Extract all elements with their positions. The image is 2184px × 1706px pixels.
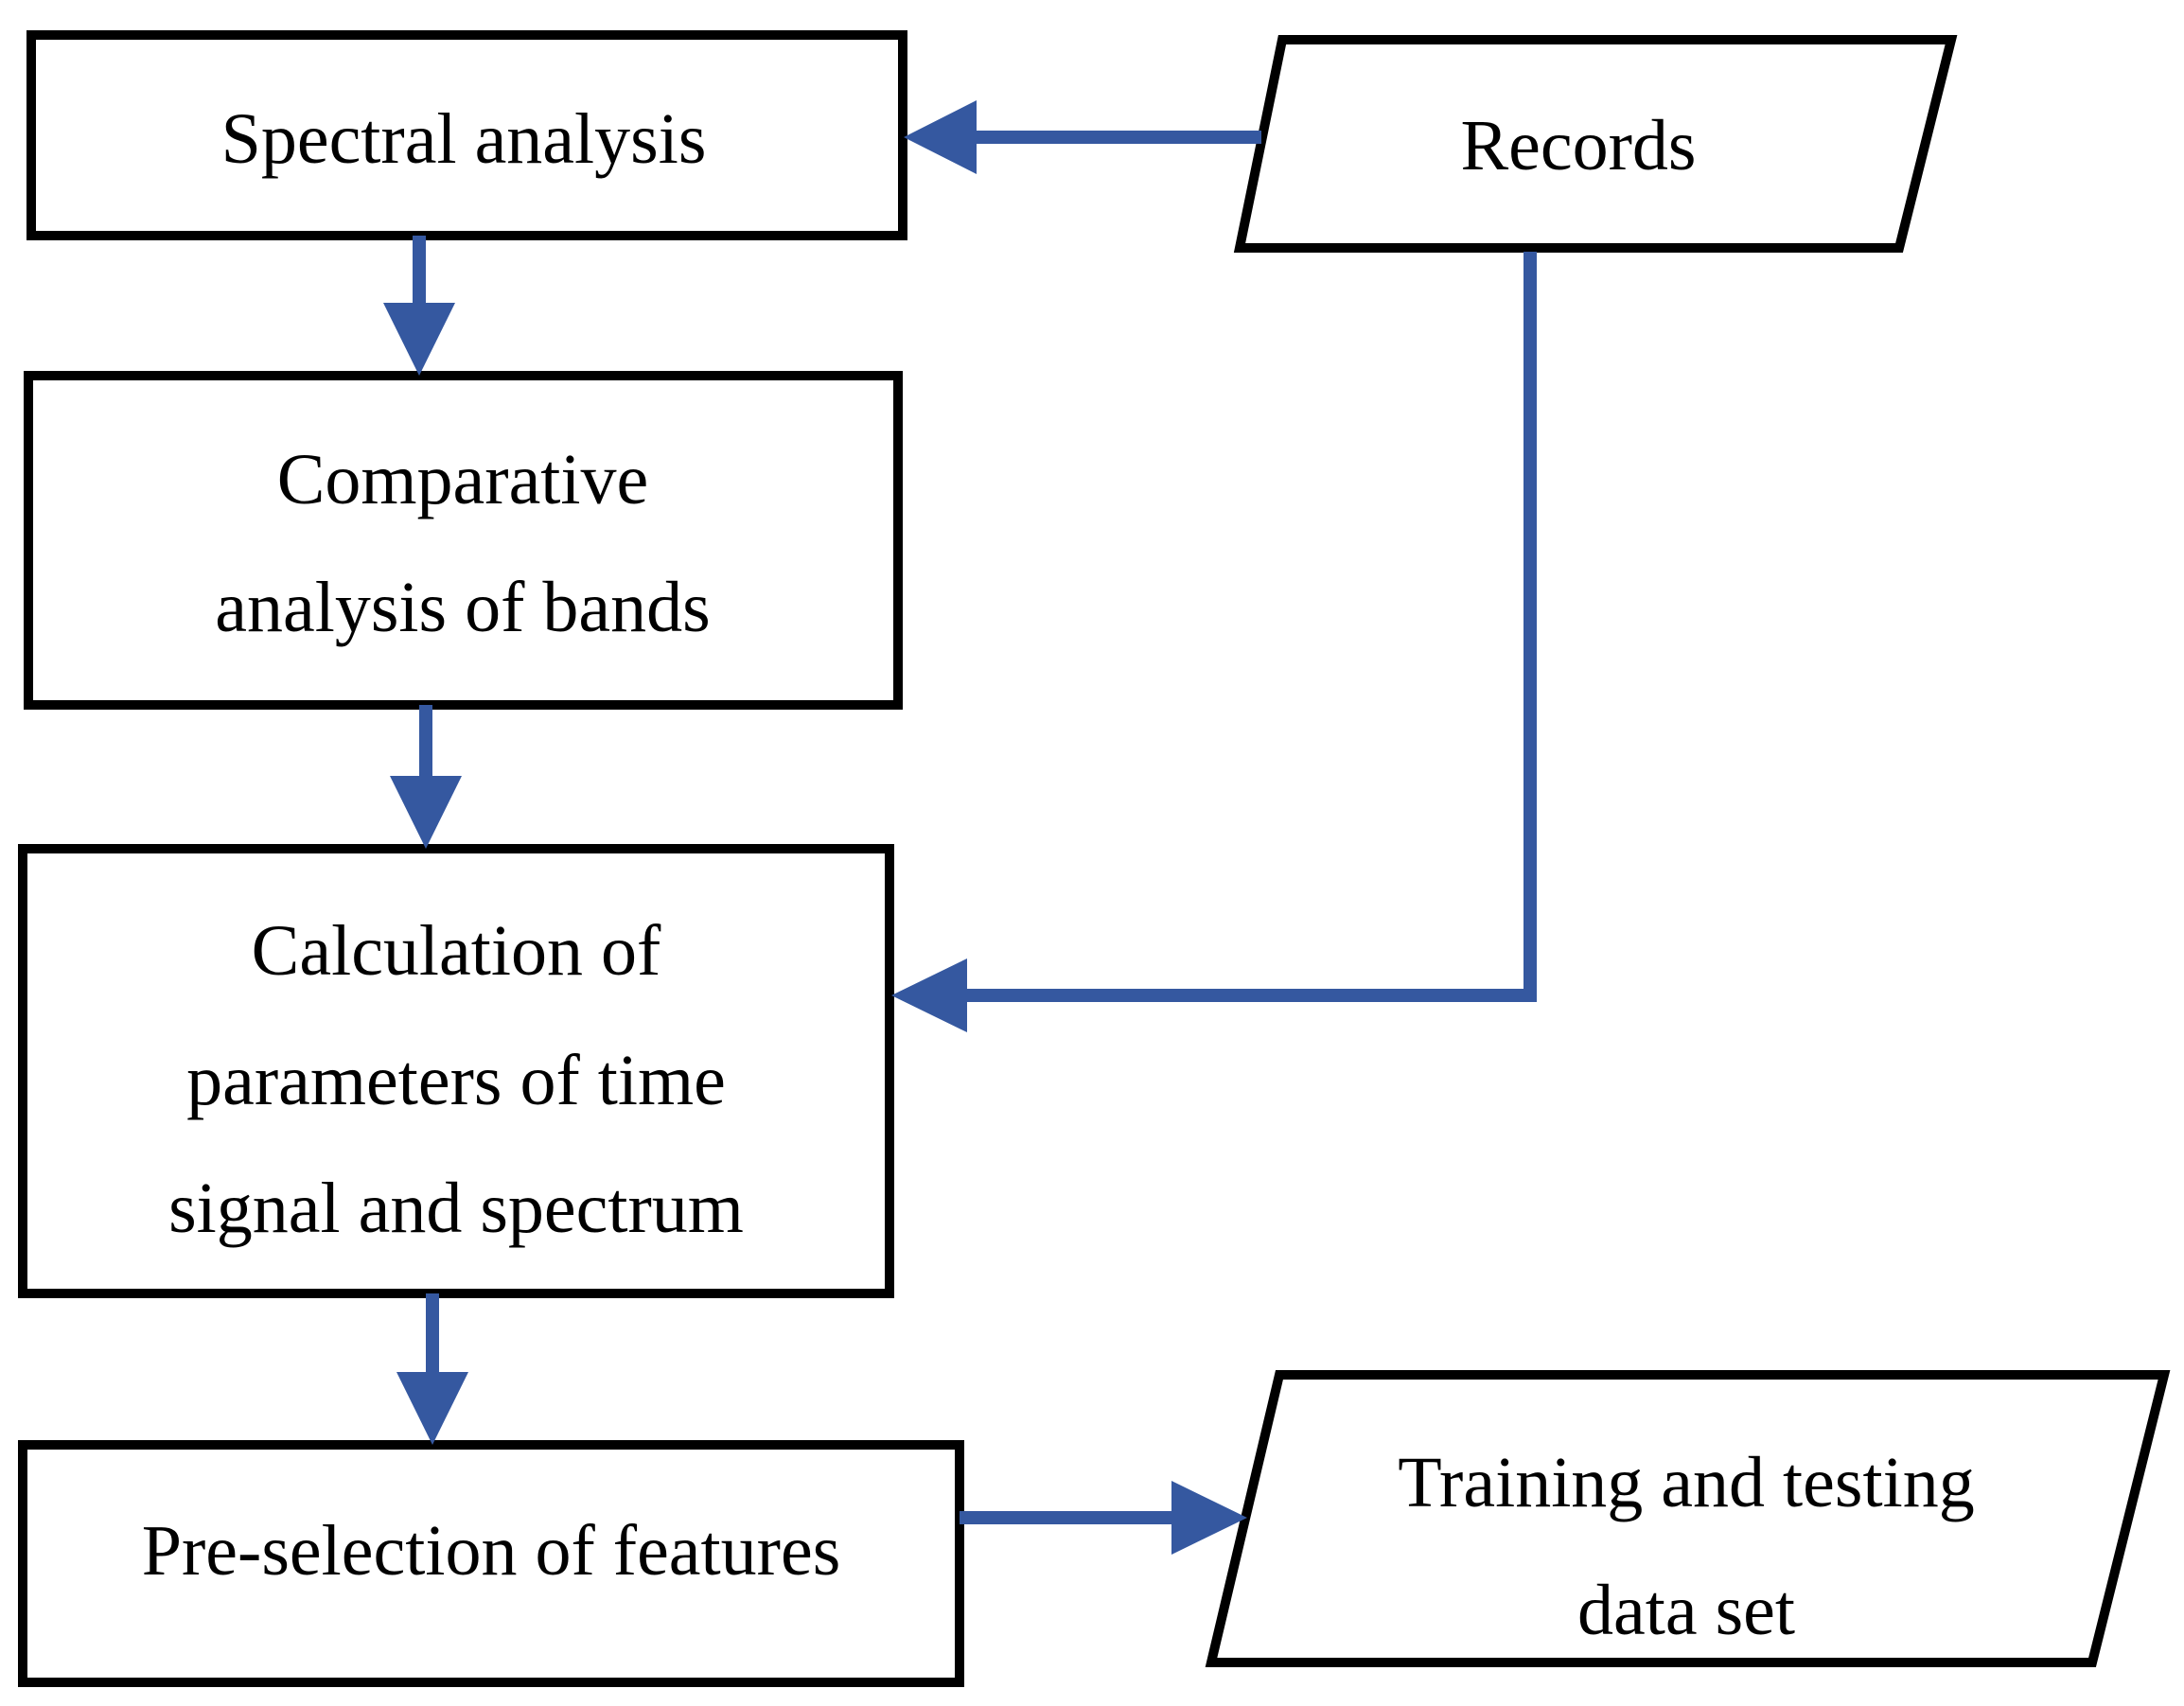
arrow-calculation-to-preselection (396, 1293, 468, 1445)
records-label: Records (1460, 106, 1696, 185)
training-testing-label-line-2: data set (1577, 1571, 1795, 1650)
arrow-spectral-to-comparative (383, 236, 455, 376)
training-testing-label-line-1: Training and testing (1398, 1443, 1974, 1522)
comparative-analysis-label-line-2: analysis of bands (215, 568, 710, 647)
arrow-records-to-spectral (904, 100, 1261, 174)
preselection-box (18, 1440, 964, 1687)
calculation-label-line-2: parameters of time (186, 1041, 726, 1120)
comparative-analysis-box (24, 371, 903, 710)
preselection-label: Pre-selection of features (142, 1511, 841, 1591)
training-testing-parallelogram (1205, 1370, 2171, 1667)
spectral-analysis-label: Spectral analysis (221, 99, 707, 179)
comparative-analysis-label-line-1: Comparative (277, 440, 649, 519)
records-parallelogram (1233, 35, 1958, 253)
arrow-preselection-to-training (960, 1481, 1247, 1555)
calculation-box (18, 844, 894, 1298)
arrow-comparative-to-calculation (390, 705, 462, 849)
calculation-label-line-1: Calculation of (252, 911, 661, 991)
calculation-label-line-3: signal and spectrum (168, 1169, 744, 1248)
spectral-analysis-box (26, 30, 907, 240)
arrow-records-to-calculation (891, 252, 1537, 1032)
